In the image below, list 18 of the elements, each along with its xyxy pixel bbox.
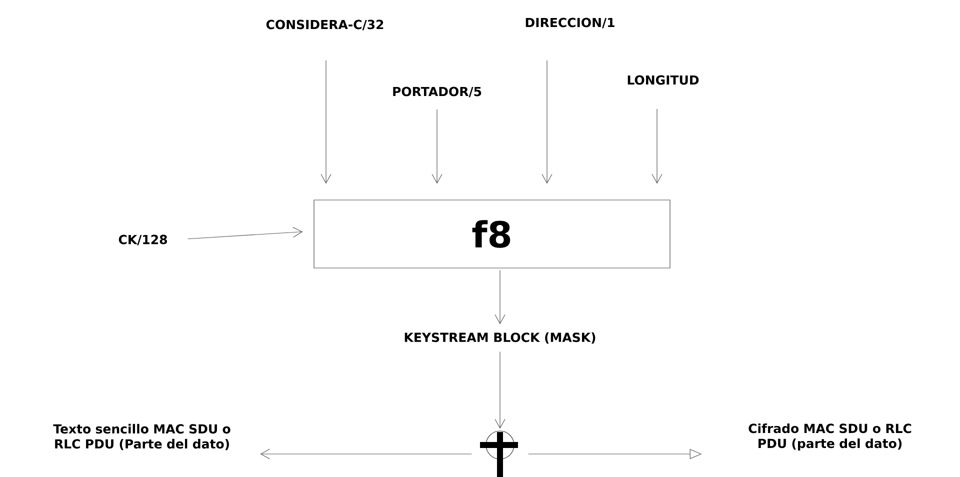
input-label: Cifrado MAC SDU o RLC PDU (parte del dato)	[748, 423, 912, 451]
input-label: PORTADOR/5	[393, 86, 482, 98]
arrow	[652, 108, 662, 184]
input-label: Texto sencillo MAC SDU o RLC PDU (Parte del dato)	[53, 424, 230, 450]
arrow	[494, 270, 506, 324]
input-label: LONGITUD	[628, 75, 699, 85]
input-label: KEYSTREAM BLOCK (MASK)	[404, 332, 596, 344]
input-label: CONSIDERA-C/32	[266, 20, 384, 30]
arrow	[432, 109, 442, 184]
xor-symbol	[480, 430, 518, 477]
arrow	[188, 227, 303, 240]
input-label: DIRECCION/1	[526, 18, 614, 28]
input-label: CK/128	[118, 234, 167, 246]
arrow	[260, 448, 472, 460]
arrow	[320, 60, 332, 184]
arrow	[542, 60, 552, 184]
arrow	[494, 351, 506, 429]
process-box: f8	[314, 200, 670, 268]
